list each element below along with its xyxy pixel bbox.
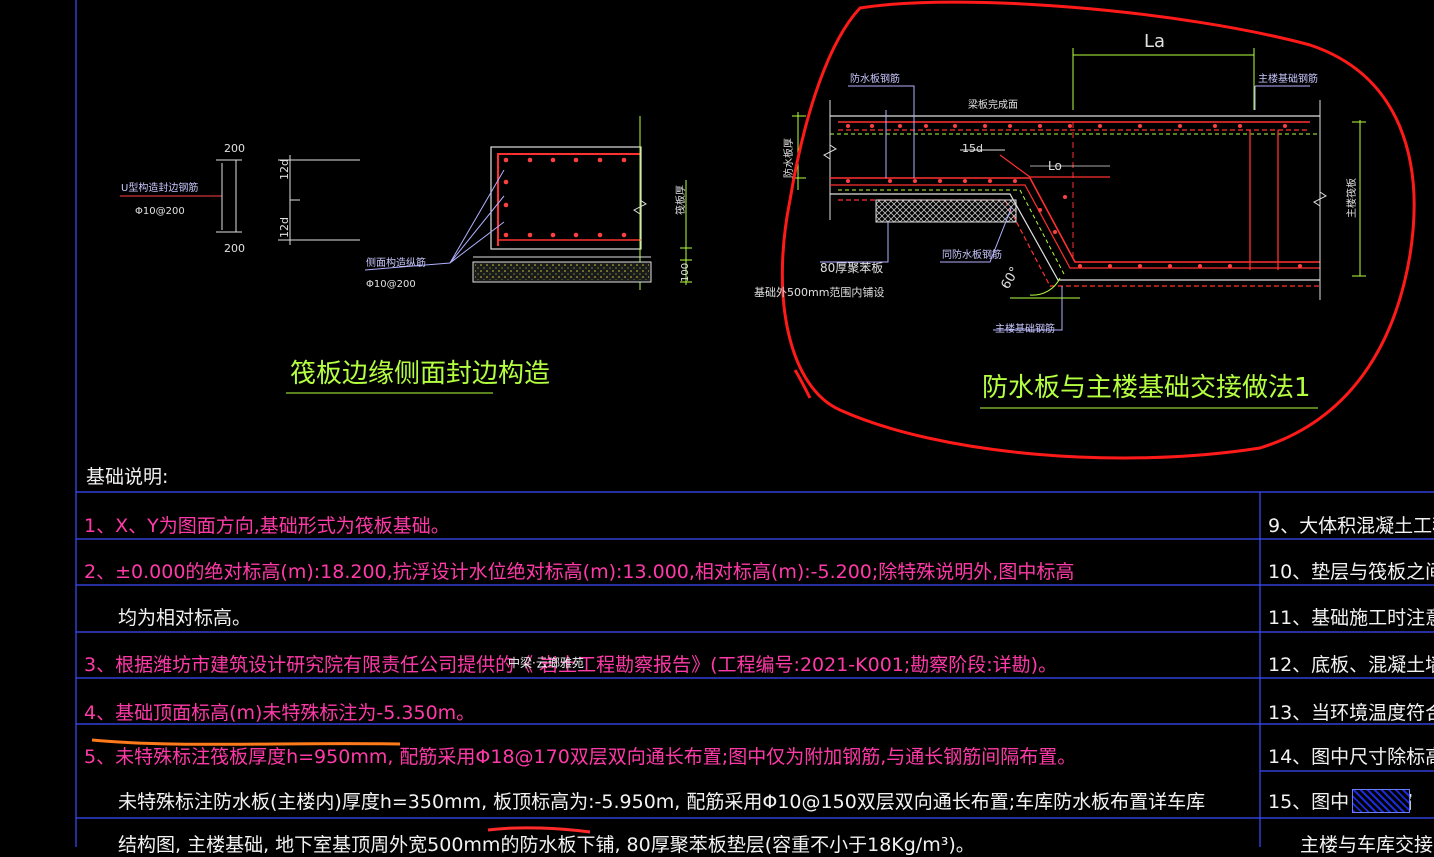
red-markup-tail [793,369,812,399]
note-row-7: 未特殊标注防水板(主楼内)厚度h=350mm, 板顶标高为:-5.950m, 配… [118,791,1206,813]
note-row-1: 1、X、Y为图面方向,基础形式为筏板基础。 [84,515,450,537]
label-side-bar: 侧面构造纵筋 [366,256,426,269]
note-right-row-4: 12、底板、混凝土墙内钢筋 [1268,654,1434,676]
note-right-row-6: 14、图中尺寸除标高以米计 [1268,746,1434,768]
sheet-frame [75,0,1434,847]
label-raft-thick: 筏板厚 [674,185,687,215]
label-main-thick: 主楼筏板 [1345,178,1358,218]
note-right-row-3: 11、基础施工时注意配合各 [1268,607,1434,629]
orange-underline [91,738,401,746]
note-row-2: 2、±0.000的绝对标高(m):18.200,抗浮设计水位绝对标高(m):13… [84,561,1075,583]
note-row-3: 均为相对标高。 [118,607,252,629]
left-drawing-title: 筏板边缘侧面封边构造 [290,359,550,389]
dim-12d-top: 12d [278,159,291,180]
dim-la: La [1144,31,1165,52]
expansion-hatch-swatch [1352,789,1410,813]
note-row-6: 5、未特殊标注筏板厚度h=950mm, 配筋采用Φ18@170双层双向通长布置;… [84,746,1077,768]
label-side-bar-spec: Φ10@200 [366,279,416,290]
note-right-row-2: 10、垫层与筏板之间防水 [1268,561,1434,583]
right-drawing-title: 防水板与主楼基础交接做法1 [982,373,1311,403]
label-wp-bar2: 同防水板钢筋 [942,248,1002,261]
label-foam: 80厚聚苯板 [820,261,883,275]
dim-12d-bottom: 12d [278,217,291,238]
label-wp-bar: 防水板钢筋 [850,72,900,85]
dim-100: 100 [680,263,691,282]
label-main-bar: 主楼基础钢筋 [1258,72,1318,85]
dim-200-top: 200 [224,142,245,155]
dim-lo: Lo [1048,159,1062,173]
note-row-5: 4、基础顶面标高(m)未特殊标注为-5.350m。 [84,702,476,724]
dim-200-bottom: 200 [224,242,245,255]
note-row-4: 3、根据潍坊市建筑设计研究院有限责任公司提供的《 岩土工程勘察报告》(工程编号:… [84,654,1058,676]
note-right-row-1: 9、大体积混凝土工程施工 [1268,515,1434,537]
red-underline [487,826,591,834]
project-name-overlay: 中梁·云瑯雅苑 [508,656,584,670]
note-right-row-8: 主楼与车库交接处的防水 [1300,834,1434,856]
label-wp-thick: 防水板厚 [782,138,795,178]
red-markup-circle [780,0,1416,460]
label-u-bar-spec: Φ10@200 [135,206,185,217]
waterproof-slab-junction-detail [792,48,1366,409]
notes-header: 基础说明: [86,466,169,488]
note-right-row-5: 13、当环境温度符合冬季施 [1268,702,1434,724]
raft-edge-detail [120,116,692,394]
angle-60: 60° [998,265,1023,292]
label-main-bar2: 主楼基础钢筋 [995,322,1055,335]
label-top-elev: 梁板完成面 [968,98,1018,111]
note-row-8: 结构图, 主楼基础, 地下室基顶周外宽500mm的防水板下铺, 80厚聚苯板垫层… [118,834,975,856]
dim-15d: 15d [962,142,983,155]
label-foam-range: 基础外500mm范围内铺设 [754,285,884,299]
label-u-bar: U型构造封边钢筋 [121,181,198,194]
